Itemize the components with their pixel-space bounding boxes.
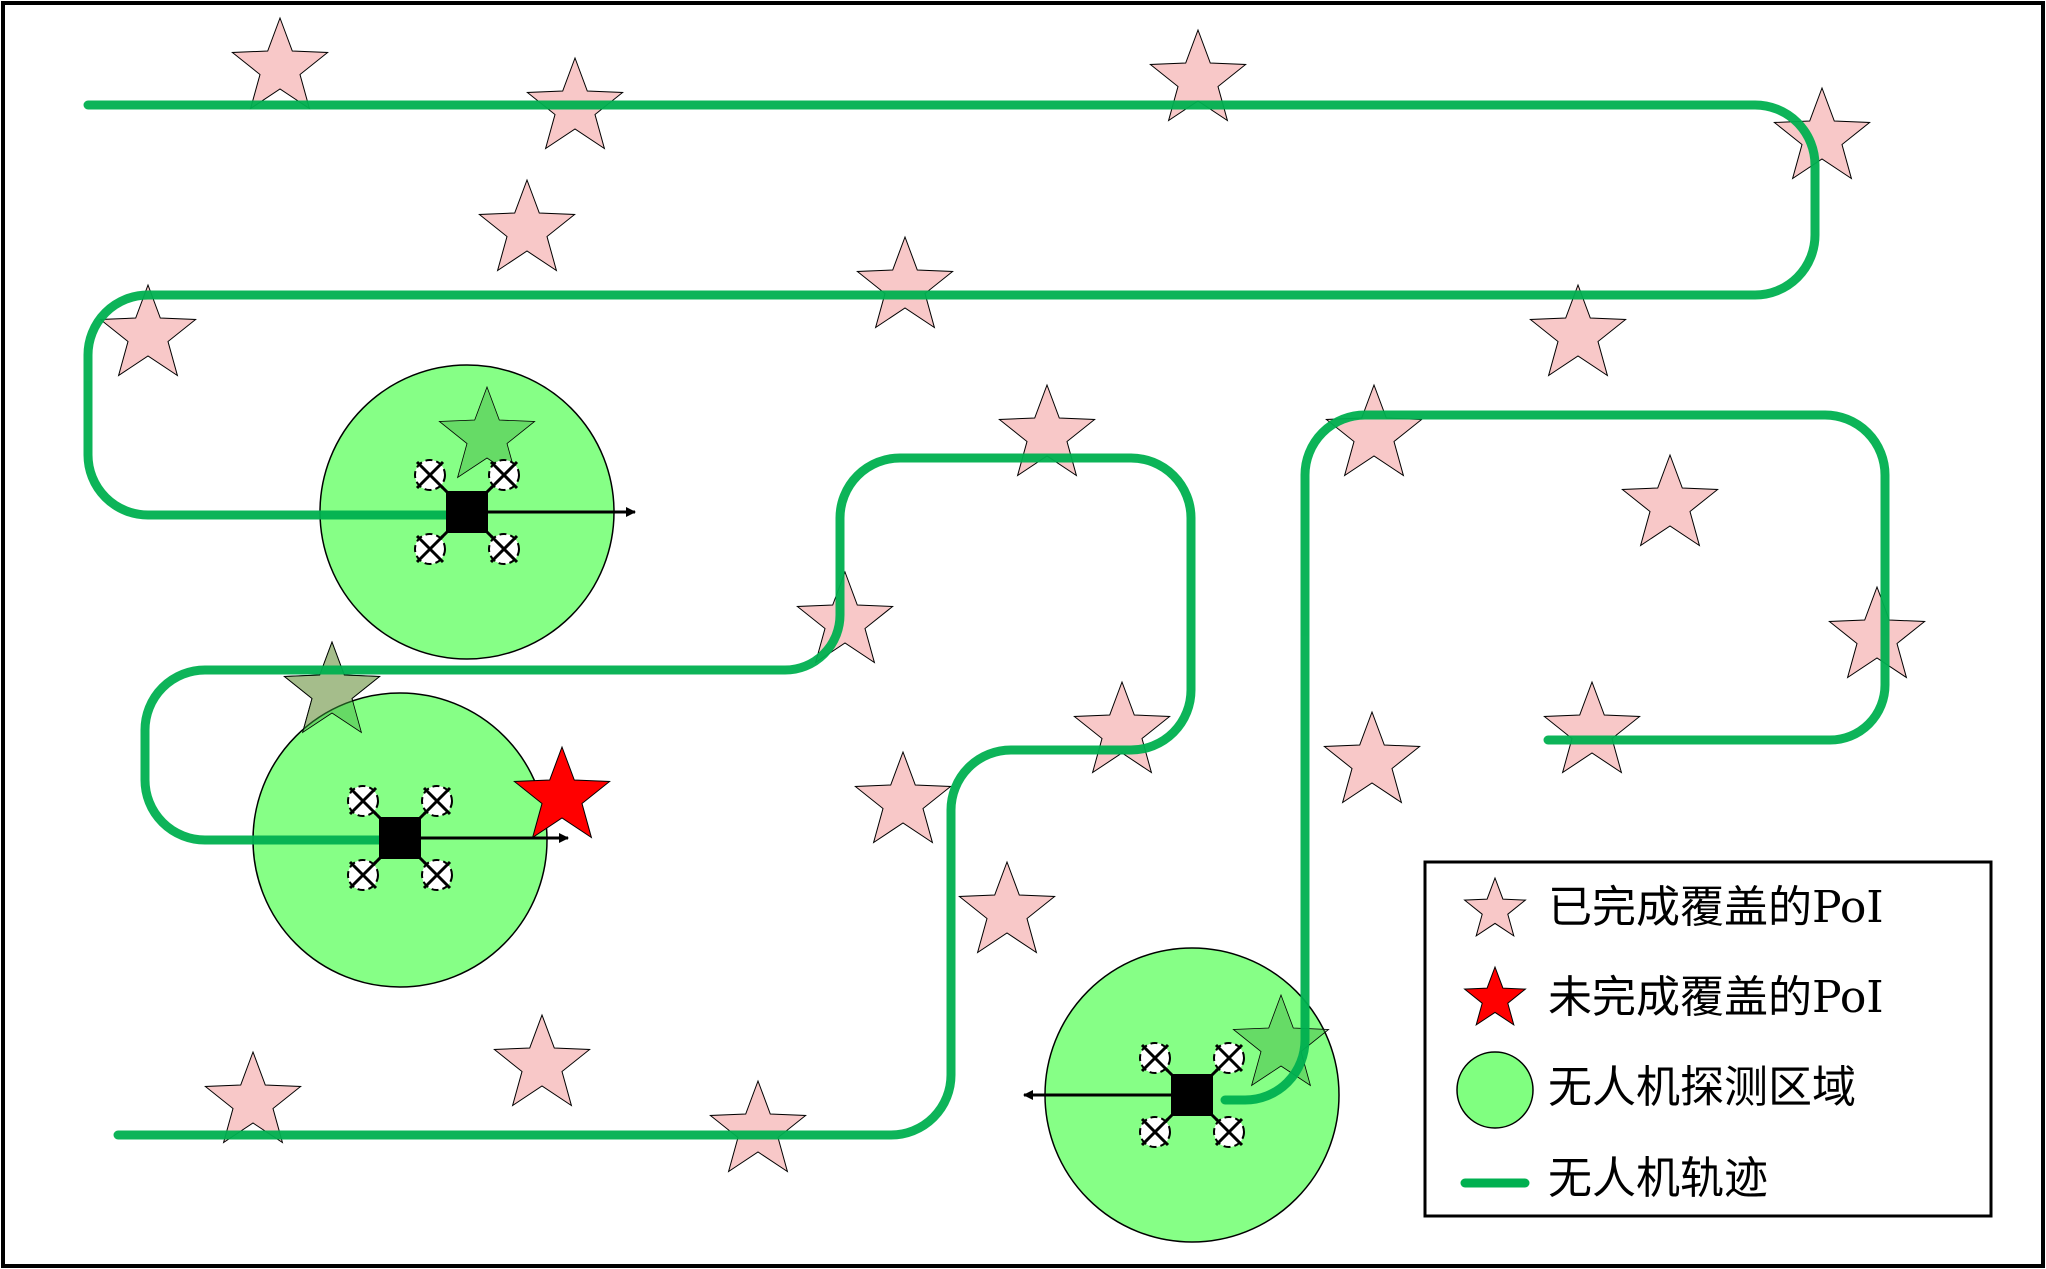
quadcopter-icon: [414, 459, 636, 565]
trajectory-path: [113, 453, 1196, 1140]
red-star-icon: [1463, 965, 1527, 1027]
green-circle-icon: [1456, 1051, 1534, 1129]
covered-poi-stars: [99, 16, 1926, 1173]
covered-poi-star: [958, 860, 1056, 954]
legend-box: [1423, 860, 1993, 1218]
covered-poi-star: [1773, 86, 1871, 180]
legend: 已完成覆盖的PoI 未完成覆盖的PoI 无人机探测区域 无人机轨迹: [1423, 860, 1993, 1218]
covered-poi-star: [204, 1050, 302, 1144]
covered-poi-star: [1323, 710, 1421, 804]
legend-label-detection-area: 无人机探测区域: [1548, 1062, 1856, 1113]
covered-poi-star: [856, 235, 954, 329]
legend-label-uncovered-poi: 未完成覆盖的PoI: [1548, 972, 1884, 1023]
uncovered-poi-star: [513, 745, 611, 839]
uncovered-poi-stars: [513, 745, 611, 839]
covered-poi-star: [1828, 585, 1926, 679]
trajectory-path: [83, 100, 1820, 520]
covered-poi-star: [796, 570, 894, 664]
covered-poi-star: [493, 1013, 591, 1107]
quadcopter-icon: [347, 785, 569, 891]
covered-poi-star: [709, 1079, 807, 1173]
trajectory-path: [1220, 410, 1890, 1105]
covered-poi-star: [283, 640, 381, 734]
covered-poi-star: [231, 16, 329, 110]
uav-trajectories: [83, 100, 1890, 1140]
covered-poi-star: [1543, 680, 1641, 774]
covered-poi-star: [1621, 453, 1719, 547]
pink-star-icon: [1463, 876, 1527, 938]
quadcopter-icon: [1023, 1042, 1245, 1148]
covered-poi-star: [1232, 993, 1330, 1087]
red-star-icon: [1463, 965, 1527, 1027]
covered-poi-star: [438, 385, 536, 479]
covered-poi-star: [1529, 283, 1627, 377]
covered-poi-star: [99, 283, 197, 377]
covered-poi-star: [478, 178, 576, 272]
uav-drones: [347, 459, 1245, 1148]
covered-poi-star: [854, 750, 952, 844]
legend-label-trajectory: 无人机轨迹: [1548, 1153, 1768, 1204]
legend-label-covered-poi: 已完成覆盖的PoI: [1548, 882, 1884, 933]
pink-star-icon: [1463, 876, 1527, 938]
